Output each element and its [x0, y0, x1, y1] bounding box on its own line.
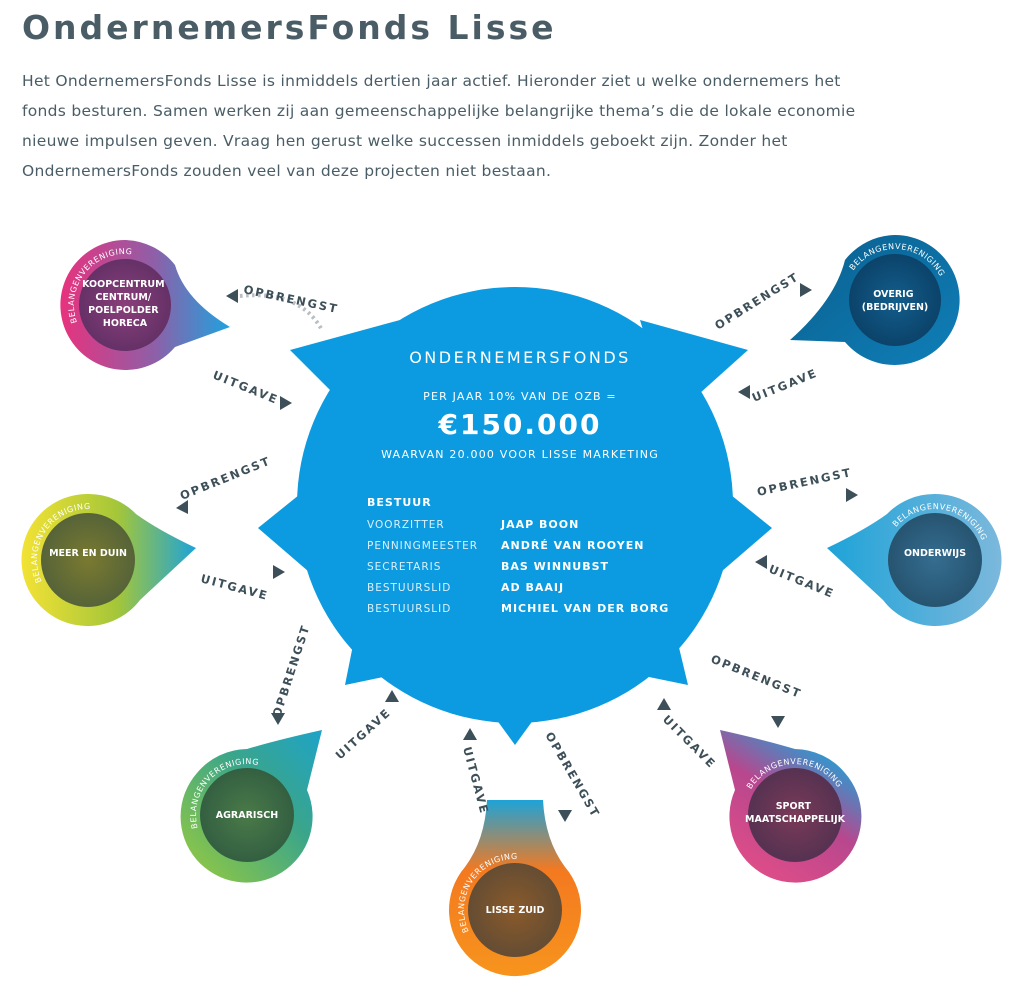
board-list: VOORZITTER JAAP BOON PENNINGMEESTER ANDR…: [367, 518, 669, 615]
flow-opbrengst-meer-en-duin: OPBRENGST: [176, 454, 273, 514]
svg-text:UITGAVE: UITGAVE: [199, 571, 270, 603]
board-heading: BESTUUR: [367, 496, 432, 509]
svg-text:OPBRENGST: OPBRENGST: [270, 622, 313, 718]
center-note: WAARVAN 20.000 VOOR LISSE MARKETING: [381, 448, 659, 461]
flow-opbrengst-koopcentrum: OPBRENGST: [226, 282, 340, 331]
svg-text:UITGAVE: UITGAVE: [211, 368, 281, 407]
page-title: OndernemersFonds Lisse: [22, 8, 557, 47]
board-role: BESTUURSLID: [367, 603, 451, 615]
flow-uitgave-overig: UITGAVE: [738, 366, 820, 405]
svg-text:UITGAVE: UITGAVE: [333, 705, 394, 762]
svg-text:OPBRENGST: OPBRENGST: [756, 465, 854, 499]
board-name: AD BAAIJ: [501, 581, 564, 594]
flow-uitgave-agrarisch: UITGAVE: [333, 690, 399, 762]
flow-uitgave-onderwijs: UITGAVE: [755, 555, 837, 601]
flow-uitgave-lisse-zuid: UITGAVE: [460, 728, 492, 816]
node-agrarisch: BELANGENVERENIGING AGRARISCH: [176, 730, 322, 883]
board-role: PENNINGMEESTER: [367, 540, 478, 552]
node-label: SPORT MAATSCHAPPELIJK: [745, 801, 846, 825]
node-label: KOOPCENTRUM CENTRUM/ POELPOLDER HORECA: [82, 279, 168, 329]
node-label: LISSE ZUID: [486, 905, 545, 916]
board-role: VOORZITTER: [367, 519, 445, 531]
flow-opbrengst-sport: OPBRENGST: [709, 652, 804, 728]
board-name: ANDRÉ VAN ROOYEN: [501, 539, 644, 552]
svg-text:UITGAVE: UITGAVE: [750, 366, 820, 405]
svg-text:OPBRENGST: OPBRENGST: [178, 454, 273, 503]
flow-opbrengst-lisse-zuid: OPBRENGST: [542, 730, 603, 822]
node-sport: BELANGENVERENIGING SPORT MAATSCHAPPELIJK: [720, 730, 862, 883]
node-lisse-zuid: BELANGENVERENIGING LISSE ZUID: [438, 800, 581, 977]
board-role: SECRETARIS: [367, 561, 441, 573]
center-amount: €150.000: [437, 408, 601, 441]
flow-uitgave-sport: UITGAVE: [657, 698, 719, 771]
node-label: AGRARISCH: [216, 810, 278, 821]
flow-opbrengst-agrarisch: OPBRENGST: [270, 622, 313, 725]
svg-text:OPBRENGST: OPBRENGST: [242, 282, 340, 316]
svg-text:OPBRENGST: OPBRENGST: [709, 652, 804, 701]
board-role: BESTUURSLID: [367, 582, 451, 594]
board-name: MICHIEL VAN DER BORG: [501, 602, 669, 615]
node-label: ONDERWIJS: [904, 548, 966, 559]
intro-text: Het OndernemersFonds Lisse is inmiddels …: [22, 72, 856, 180]
flow-uitgave-meer-en-duin: UITGAVE: [199, 565, 285, 603]
node-koopcentrum: BELANGENVERENIGING KOOPCENTRUM CENTRUM/ …: [51, 240, 230, 370]
node-onderwijs: BELANGENVERENIGING ONDERWIJS: [827, 478, 1002, 626]
center-title: ONDERNEMERSFONDS: [409, 348, 631, 367]
flow-uitgave-koopcentrum: UITGAVE: [211, 368, 292, 410]
svg-text:OPBRENGST: OPBRENGST: [542, 730, 603, 821]
node-overig: BELANGENVERENIGING OVERIG (BEDRIJVEN): [790, 219, 960, 365]
flow-opbrengst-overig: OPBRENGST: [712, 269, 812, 333]
board-name: BAS WINNUBST: [501, 560, 609, 573]
svg-text:OPBRENGST: OPBRENGST: [712, 269, 802, 332]
board-name: JAAP BOON: [500, 518, 579, 531]
node-label: MEER EN DUIN: [49, 548, 127, 559]
center-subtitle: PER JAAR 10% VAN DE OZB =: [423, 390, 617, 403]
svg-text:UITGAVE: UITGAVE: [660, 712, 719, 771]
node-label: OVERIG (BEDRIJVEN): [862, 289, 928, 313]
flow-opbrengst-onderwijs: OPBRENGST: [756, 465, 858, 502]
center-fund: ONDERNEMERSFONDS PER JAAR 10% VAN DE OZB…: [258, 287, 772, 745]
node-meer-en-duin: BELANGENVERENIGING MEER EN DUIN: [11, 493, 196, 626]
svg-text:UITGAVE: UITGAVE: [767, 562, 837, 601]
svg-text:UITGAVE: UITGAVE: [460, 745, 492, 816]
